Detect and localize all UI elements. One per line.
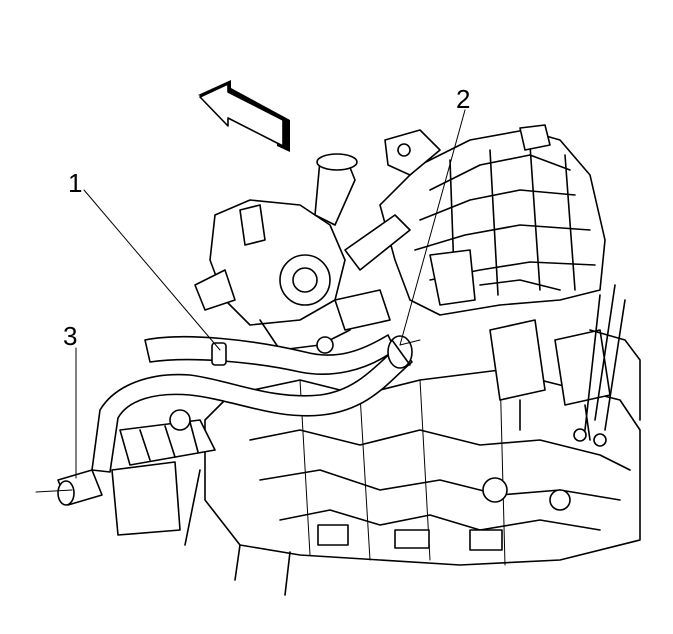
heater-hose (91, 334, 413, 473)
callout-1: 1 (68, 168, 82, 198)
engine-block (184, 284, 641, 596)
coolant-pipe (111, 409, 216, 536)
hose-connector-3 (57, 469, 103, 506)
callout-leaders (35, 109, 466, 493)
callout-3: 3 (63, 321, 77, 351)
front-direction-arrow-icon (198, 80, 290, 152)
callout-2: 2 (456, 84, 470, 114)
intake-manifold (379, 124, 606, 316)
throttle-body-assembly (194, 153, 411, 354)
hose-clamp-1 (211, 342, 227, 366)
hose-clamp-2 (387, 335, 413, 369)
